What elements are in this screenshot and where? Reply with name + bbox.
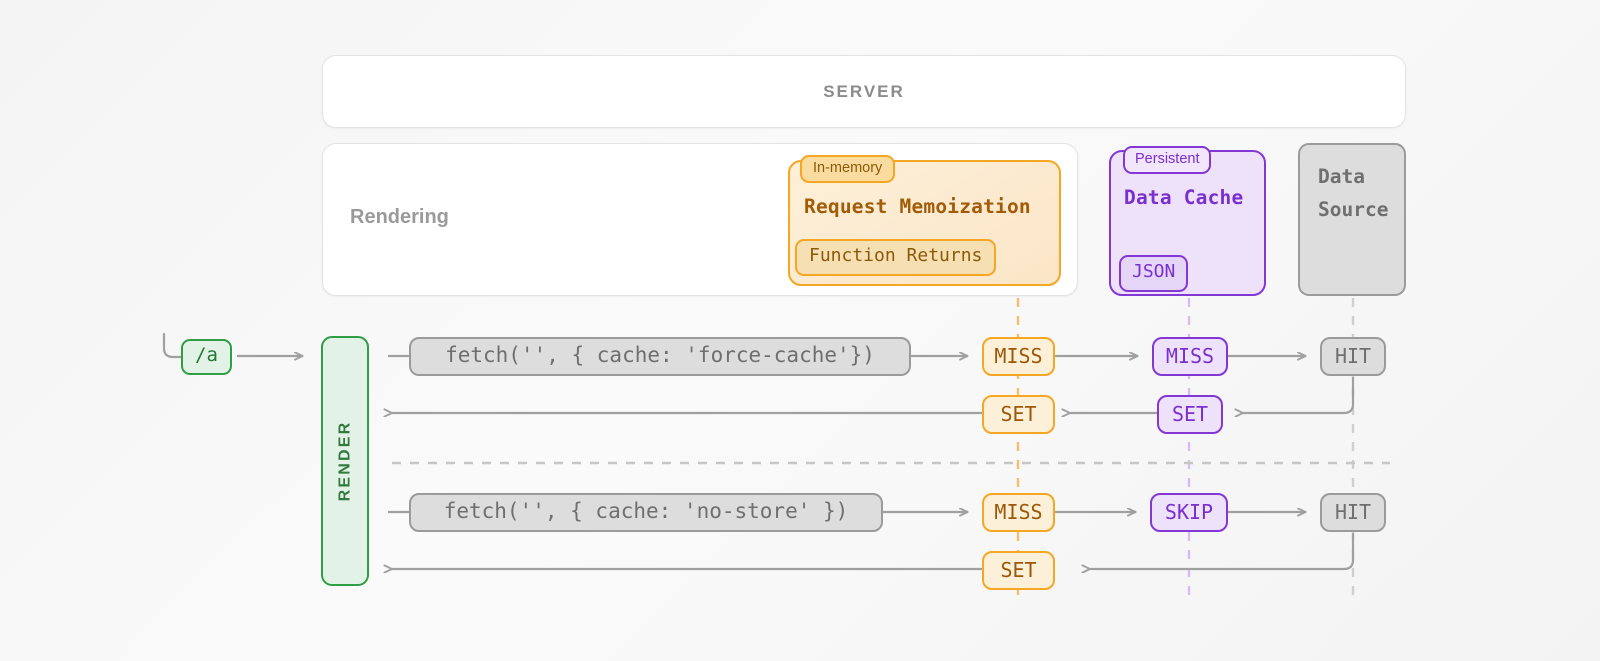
json-chip: JSON — [1119, 255, 1189, 292]
render-bar — [321, 336, 369, 586]
request-memoization-title: Request Memoization — [804, 195, 1031, 218]
data-cache-title: Data Cache — [1124, 186, 1244, 209]
route-chip-a: /a — [181, 339, 232, 375]
function-returns-chip: Function Returns — [795, 239, 997, 276]
data-cache-status-row1: MISS — [1152, 337, 1228, 376]
memoization-set-row2: SET — [982, 551, 1055, 590]
data-cache-set-row1: SET — [1157, 395, 1223, 434]
data-source-status-row2: HIT — [1320, 493, 1386, 532]
rendering-label: Rendering — [350, 206, 449, 228]
data-source-title-line2: Source — [1318, 197, 1389, 221]
hit1-to-set2 — [1243, 377, 1355, 413]
hit2-to-set3 — [1090, 533, 1355, 569]
server-band: SERVER — [322, 55, 1406, 128]
data-source-status-row1: HIT — [1320, 337, 1386, 376]
data-source-card — [1298, 143, 1406, 296]
persistent-badge: Persistent — [1123, 146, 1212, 174]
in-memory-badge: In-memory — [800, 155, 896, 183]
render-bar-label: RENDER — [336, 420, 354, 502]
fetch-call-force-cache: fetch('', { cache: 'force-cache'}) — [409, 337, 911, 376]
data-source-title-line1: Data — [1318, 165, 1365, 188]
memoization-set-row1: SET — [982, 395, 1055, 434]
fetch-call-no-store: fetch('', { cache: 'no-store' }) — [409, 493, 883, 532]
memoization-status-row2: MISS — [982, 493, 1055, 532]
server-label: SERVER — [823, 81, 905, 101]
render-bar-label-wrap: RENDER — [321, 336, 369, 586]
entry-hook — [162, 332, 183, 359]
memoization-status-row1: MISS — [982, 337, 1055, 376]
data-cache-status-row2: SKIP — [1150, 493, 1228, 532]
